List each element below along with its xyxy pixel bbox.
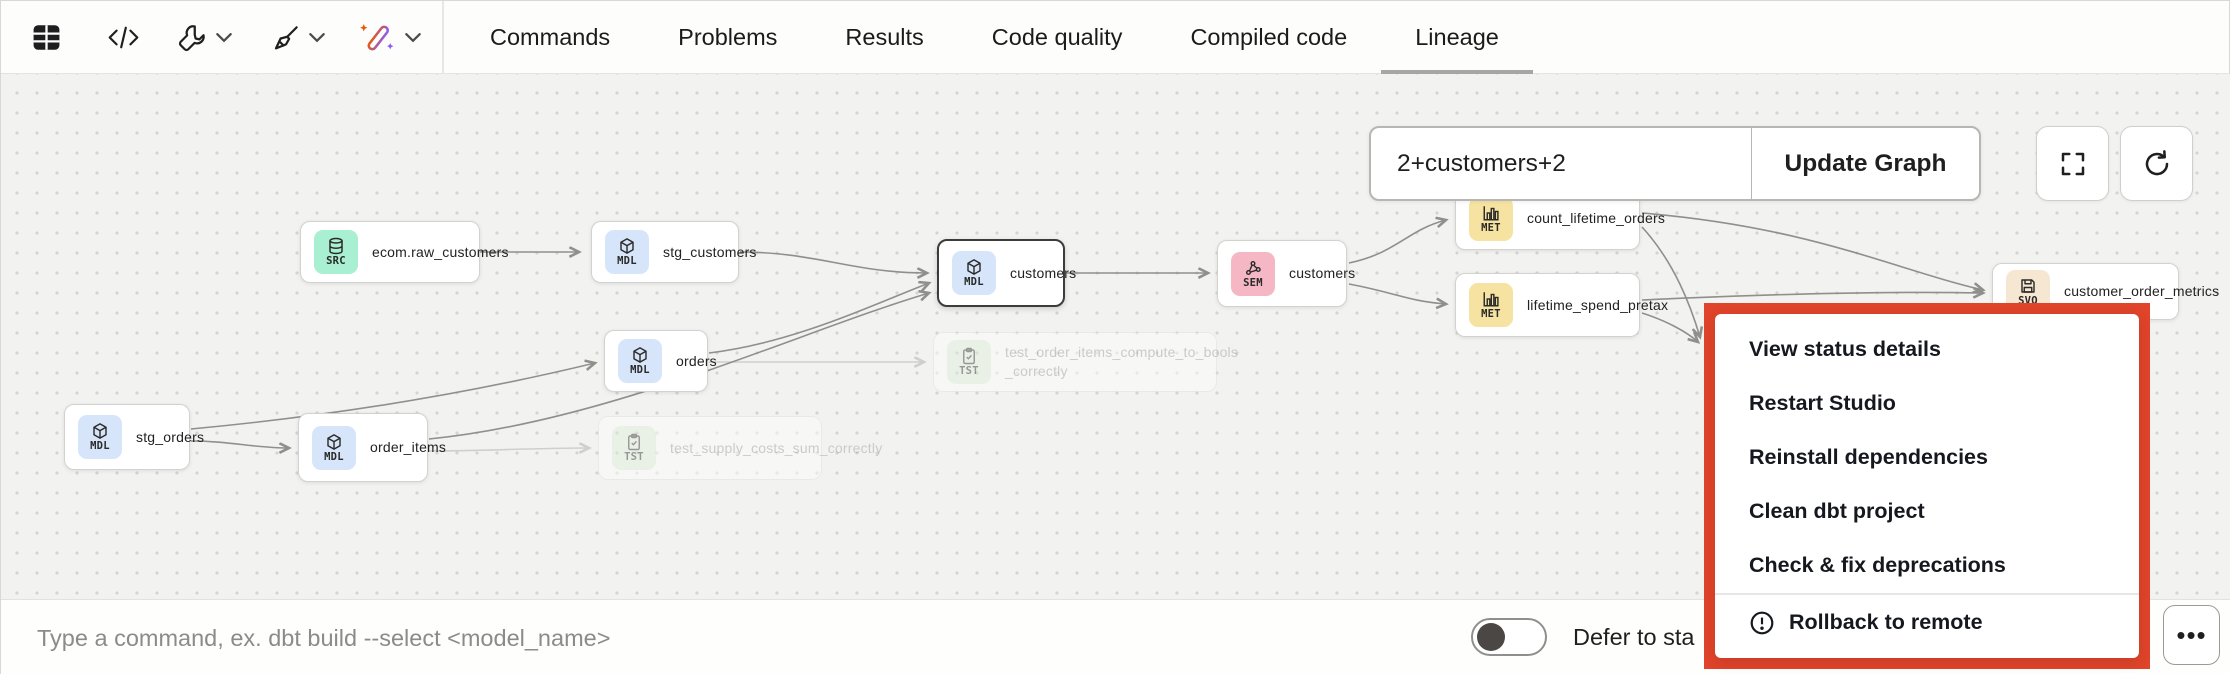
refresh-button[interactable] — [2120, 126, 2193, 201]
cube-icon: MDL — [952, 251, 996, 295]
metric-icon: MET — [1469, 196, 1513, 241]
toolbar-divider — [442, 1, 444, 74]
menu-item-reinstall-dependencies[interactable]: Reinstall dependencies — [1715, 430, 2139, 484]
menu-item-label: Clean dbt project — [1749, 498, 1925, 523]
code-icon[interactable] — [107, 1, 140, 74]
menu-item-label: View status details — [1749, 336, 1941, 361]
node-label: customers — [1289, 265, 1356, 282]
defer-label: Defer to sta — [1573, 623, 1695, 650]
semantic-icon: SEM — [1231, 251, 1275, 296]
menu-item-restart-studio[interactable]: Restart Studio — [1715, 376, 2139, 430]
metric-icon: MET — [1469, 283, 1513, 327]
tab-code-quality[interactable]: Code quality — [991, 24, 1123, 50]
node-label: count_lifetime_orders — [1527, 210, 1666, 227]
node-label: lifetime_spend_pretax — [1527, 296, 1669, 313]
menu-item-clean-dbt-project[interactable]: Clean dbt project — [1715, 484, 2139, 538]
node-label: customers — [1010, 264, 1077, 281]
menu-item-rollback-to-remote[interactable]: Rollback to remote — [1715, 596, 2139, 650]
tab-lineage[interactable]: Lineage — [1381, 1, 1533, 74]
menu-item-label: Rollback to remote — [1789, 610, 1983, 634]
tab-problems[interactable]: Problems — [678, 24, 778, 50]
node-label: stg_customers — [663, 243, 757, 260]
test-icon: TST — [947, 340, 991, 384]
defer-toggle[interactable] — [1471, 618, 1547, 656]
table-icon[interactable] — [31, 1, 62, 74]
toggle-knob — [1477, 623, 1505, 651]
node-label: customer_order_metrics — [2064, 283, 2220, 300]
node-label: ecom.raw_customers — [372, 243, 509, 260]
node-label: test_supply_costs_sum_correctly — [670, 439, 883, 456]
chevron-down-icon[interactable] — [216, 1, 232, 74]
chevron-down-icon[interactable] — [309, 1, 325, 74]
cube-icon: MDL — [78, 415, 122, 459]
test-icon: TST — [612, 426, 656, 470]
menu-item-label: Check & fix deprecations — [1749, 552, 2006, 577]
node-label: orders — [676, 352, 717, 369]
command-input[interactable]: Type a command, ex. dbt build --select <… — [37, 624, 611, 651]
lineage-node-customers-model[interactable]: MDL customers — [937, 239, 1076, 307]
cube-icon: MDL — [605, 230, 649, 274]
top-toolbar: Commands Problems Results Code quality Compi… — [1, 1, 2229, 74]
lineage-node-ecom-raw-customers[interactable]: SRC ecom.raw_customers — [300, 221, 508, 283]
lineage-node-test-supply-costs[interactable]: TST test_supply_costs_sum_correctly — [598, 416, 882, 480]
menu-item-check-fix-deprecations[interactable]: Check & fix deprecations — [1715, 538, 2139, 592]
lineage-node-order-items[interactable]: MDL order_items — [298, 413, 446, 482]
node-label: stg_orders — [136, 428, 205, 445]
magic-wand-icon[interactable] — [358, 1, 396, 74]
node-label: order_items — [370, 439, 447, 456]
node-label: test_order_items_compute_to_bools _corre… — [1005, 344, 1243, 379]
fullscreen-icon — [2061, 152, 2084, 175]
tab-commands[interactable]: Commands — [490, 24, 611, 50]
lineage-node-customers-semantic[interactable]: SEM customers — [1217, 240, 1355, 307]
selector-input[interactable]: 2+customers+2 — [1371, 128, 1752, 199]
menu-separator — [1715, 593, 2139, 595]
wrench-icon[interactable] — [177, 1, 207, 74]
tab-bar: Commands Problems Results Code quality Compi… — [456, 1, 1533, 74]
graph-selector-bar: 2+customers+2 Update Graph — [1369, 126, 1981, 201]
tab-results[interactable]: Results — [845, 24, 924, 50]
fullscreen-button[interactable] — [2036, 126, 2109, 201]
tab-compiled-code[interactable]: Compiled code — [1190, 24, 1348, 50]
menu-item-view-status-details[interactable]: View status details — [1715, 322, 2139, 376]
menu-item-label: Restart Studio — [1749, 390, 1896, 415]
cube-icon: MDL — [312, 425, 356, 470]
refresh-icon — [2145, 149, 2168, 175]
chevron-down-icon[interactable] — [405, 1, 421, 74]
broom-icon[interactable] — [271, 1, 301, 74]
lineage-node-orders[interactable]: MDL orders — [604, 330, 717, 392]
alert-circle-icon — [1749, 610, 1775, 636]
cube-icon: MDL — [618, 339, 662, 383]
more-options-button[interactable]: ••• — [2163, 605, 2220, 665]
menu-item-label: Reinstall dependencies — [1749, 444, 1988, 469]
update-graph-button[interactable]: Update Graph — [1784, 149, 1947, 177]
lineage-node-lifetime-spend-pretax[interactable]: MET lifetime_spend_pretax — [1455, 273, 1668, 337]
database-icon: SRC — [314, 230, 358, 274]
lineage-node-stg-orders[interactable]: MDL stg_orders — [64, 404, 204, 470]
lineage-node-stg-customers[interactable]: MDL stg_customers — [591, 221, 756, 283]
